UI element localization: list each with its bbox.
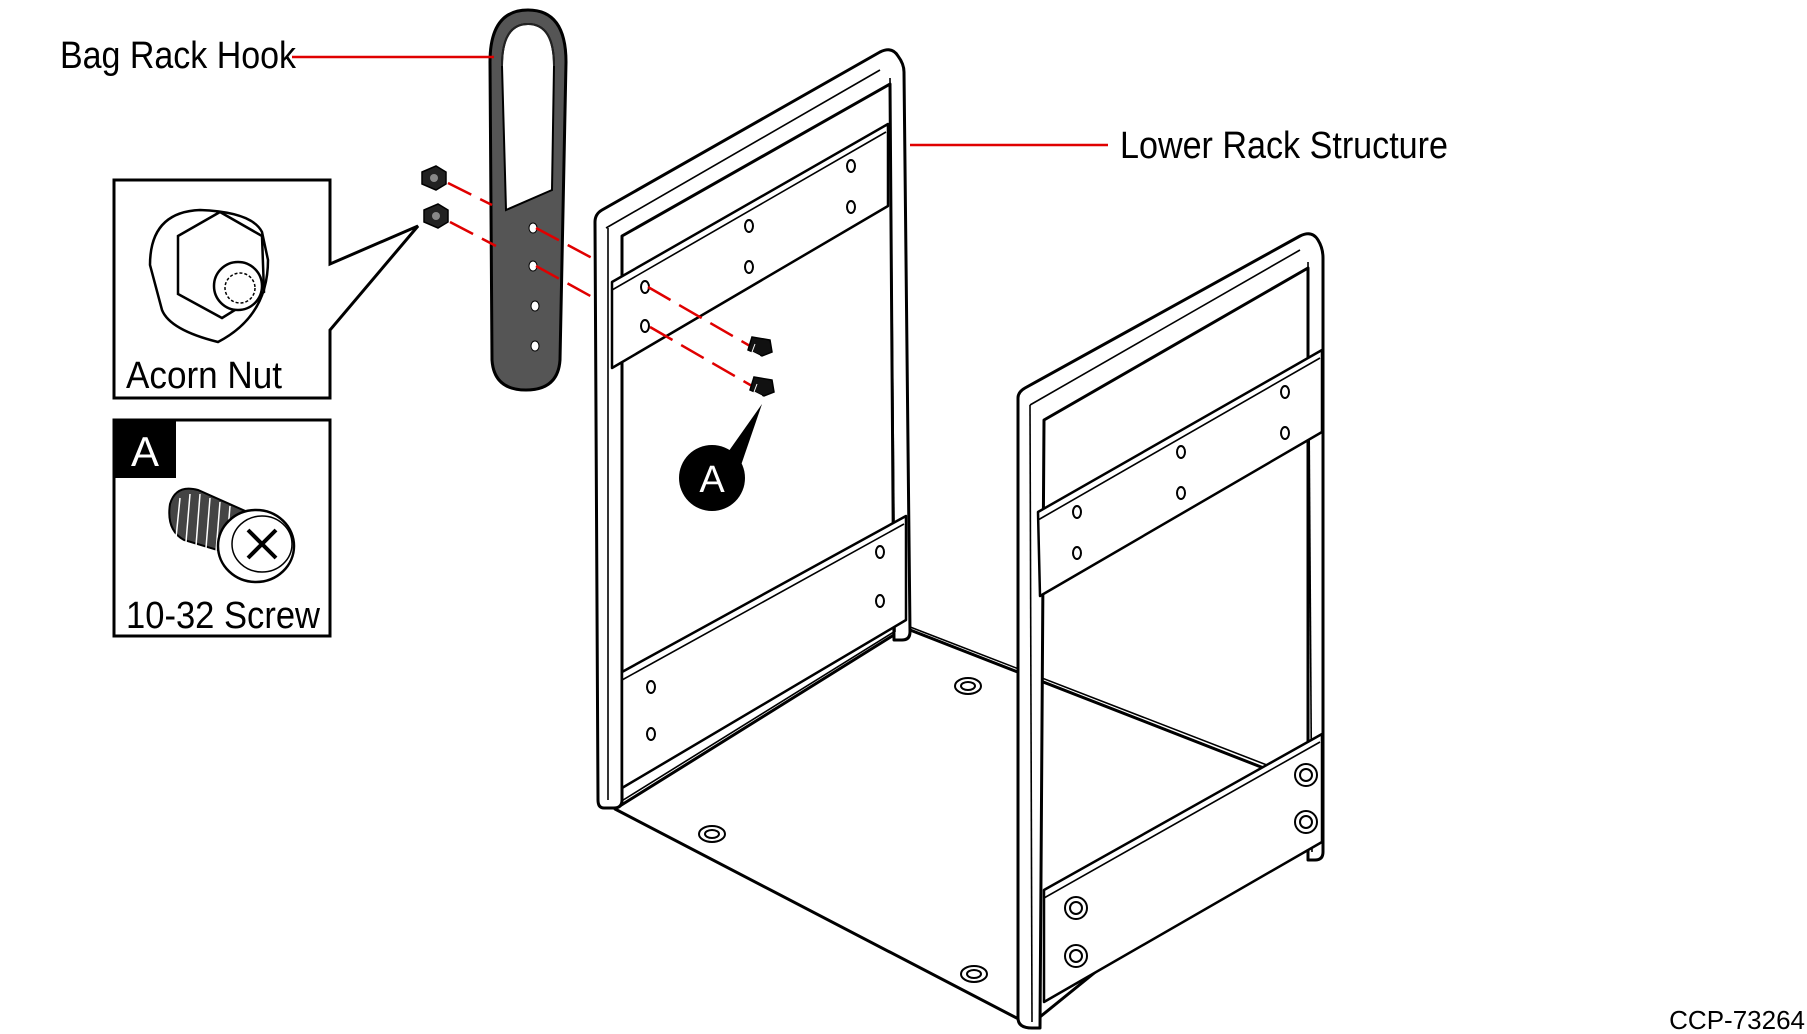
bag-rack-hook xyxy=(488,8,568,392)
screw-dash-lines xyxy=(647,285,753,388)
front-lower-plate xyxy=(1042,732,1324,1004)
acorn-nut-label: Acorn Nut xyxy=(126,355,282,397)
screw-badge-letter: A xyxy=(131,428,159,475)
back-lower-plate xyxy=(620,514,908,790)
lower-rack-structure-label: Lower Rack Structure xyxy=(1120,125,1448,167)
acorn-nut-detail-box: Acorn Nut xyxy=(112,178,420,400)
screw-detail-box: A 10-32 Screw xyxy=(112,418,332,638)
acorn-nut-dash-lines xyxy=(447,181,595,300)
bag-rack-hook-callout: Bag Rack Hook xyxy=(60,35,494,77)
screw-callout: A xyxy=(679,404,762,511)
lower-rack-structure-callout: Lower Rack Structure xyxy=(910,125,1448,167)
hook-holes xyxy=(528,222,540,352)
acorn-nut-icon xyxy=(421,165,447,191)
screw-callout-letter: A xyxy=(699,459,725,501)
screw-detail-icon xyxy=(168,487,296,584)
screw-label: 10-32 Screw xyxy=(126,595,321,637)
lower-rack-structure xyxy=(593,48,1325,1030)
acorn-nut-detail-icon xyxy=(148,208,270,344)
figure-id: CCP-73264 xyxy=(1669,1005,1805,1034)
screw-icon xyxy=(749,376,775,397)
bag-rack-hook-label: Bag Rack Hook xyxy=(60,35,297,77)
screw-icon xyxy=(747,336,773,357)
base-plate-holes xyxy=(698,677,988,983)
acorn-nut-icon xyxy=(423,203,449,229)
front-upper-plate xyxy=(1036,348,1324,598)
